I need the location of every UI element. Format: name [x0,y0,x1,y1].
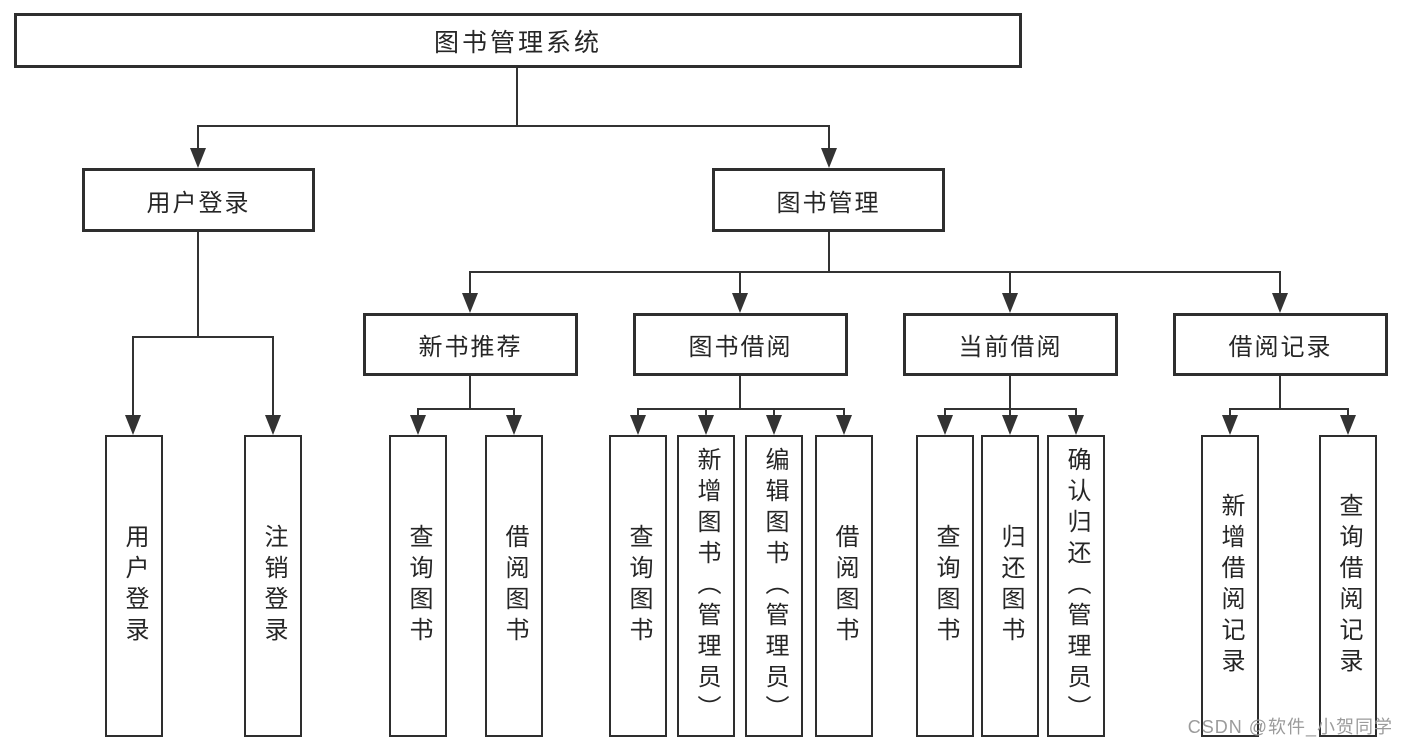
connector-to-book-management [828,125,830,150]
connector-to-leaf-user-login [132,336,134,415]
connector-new-book-branch [417,408,515,410]
node-current-borrowing: 当前借阅 [903,313,1118,376]
arrow-down-icon [732,293,748,313]
node-user-login: 用户登录 [82,168,315,232]
leaf-label: 新增借阅记录 [1217,493,1244,679]
connector-borrowing-records-stem [1279,376,1281,408]
arrow-down-icon [265,415,281,435]
connector-leaf-line [637,408,639,417]
arrow-down-icon [937,415,953,435]
leaf-add-borrow-record: 新增借阅记录 [1201,435,1259,737]
connector-book-borrowing-stem [739,376,741,408]
arrow-down-icon [462,293,478,313]
arrow-down-icon [506,415,522,435]
arrow-down-icon [630,415,646,435]
arrow-down-icon [1002,293,1018,313]
leaf-label: 用户登录 [121,524,148,648]
arrow-down-icon [1340,415,1356,435]
connector-leaf-line [417,408,419,417]
leaf-label: 借阅图书 [501,524,528,648]
connector-leaf-line [705,408,707,417]
node-book-management: 图书管理 [712,168,945,232]
connector-to-user-login [197,125,199,150]
leaf-query-books: 查询图书 [389,435,447,737]
leaf-label: 归还图书 [997,524,1024,648]
connector-leaf-line [1009,408,1011,417]
connector-current-borrowing-stem [1009,376,1011,408]
leaf-label: 查询借阅记录 [1335,493,1362,679]
arrow-down-icon [1002,415,1018,435]
connector-user-login-branch [132,336,274,338]
csdn-watermark: CSDN @软件_小贺同学 [1187,717,1393,737]
node-new-book-recommendation: 新书推荐 [363,313,578,376]
leaf-label: 查询图书 [405,524,432,648]
arrow-down-icon [836,415,852,435]
arrow-down-icon [1222,415,1238,435]
connector-book-borrowing-branch [637,408,845,410]
arrow-down-icon [125,415,141,435]
leaf-label: 查询图书 [625,524,652,648]
arrow-down-icon [698,415,714,435]
connector-borrowing-records-branch [1229,408,1349,410]
connector-to-leaf-logout [272,336,274,415]
leaf-borrow-books-2: 借阅图书 [815,435,873,737]
leaf-edit-books-admin: 编辑图书（管理员） [745,435,803,737]
connector-user-login-stem [197,232,199,336]
arrow-down-icon [190,148,206,168]
arrow-down-icon [1272,293,1288,313]
connector-leaf-line [513,408,515,417]
leaf-query-borrow-record: 查询借阅记录 [1319,435,1377,737]
leaf-label: 借阅图书 [831,524,858,648]
connector-leaf-line [773,408,775,417]
node-library-management-system: 图书管理系统 [14,13,1022,68]
leaf-query-books-2: 查询图书 [609,435,667,737]
leaf-label: 编辑图书（管理员） [761,446,788,726]
arrow-down-icon [766,415,782,435]
connector-leaf-line [1229,408,1231,417]
leaf-user-login: 用户登录 [105,435,163,737]
leaf-logout: 注销登录 [244,435,302,737]
connector-to-current-borrowing [1009,271,1011,295]
leaf-confirm-return-admin: 确认归还（管理员） [1047,435,1105,737]
connector-book-management-stem [828,232,830,271]
leaf-label: 查询图书 [932,524,959,648]
connector-book-management-branch [469,271,1281,273]
arrow-down-icon [821,148,837,168]
leaf-add-books-admin: 新增图书（管理员） [677,435,735,737]
leaf-query-books-3: 查询图书 [916,435,974,737]
connector-root-branch [197,125,830,127]
node-book-borrowing: 图书借阅 [633,313,848,376]
connector-leaf-line [843,408,845,417]
connector-to-new-book [469,271,471,295]
leaf-label: 注销登录 [260,524,287,648]
connector-root-stem [516,68,518,125]
connector-to-book-borrowing [739,271,741,295]
connector-to-borrowing-records [1279,271,1281,295]
connector-leaf-line [1075,408,1077,417]
leaf-return-books: 归还图书 [981,435,1039,737]
leaf-label: 新增图书（管理员） [693,446,720,726]
connector-new-book-stem [469,376,471,408]
connector-leaf-line [1347,408,1349,417]
leaf-borrow-books: 借阅图书 [485,435,543,737]
arrow-down-icon [410,415,426,435]
node-borrowing-records: 借阅记录 [1173,313,1388,376]
arrow-down-icon [1068,415,1084,435]
connector-leaf-line [944,408,946,417]
leaf-label: 确认归还（管理员） [1063,446,1090,726]
